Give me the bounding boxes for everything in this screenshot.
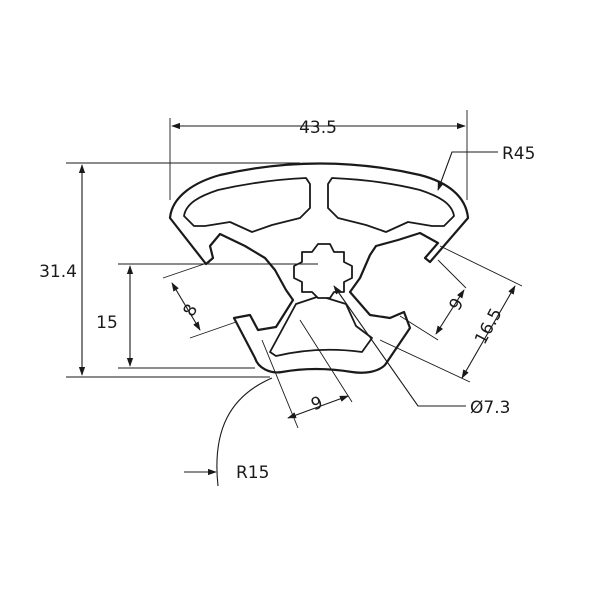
dimension-lines: [66, 110, 523, 487]
bore-diameter-leader: [333, 285, 466, 407]
width-label: 43.5: [299, 118, 337, 138]
bore-height-label: 15: [96, 313, 118, 333]
depth-extension-b: [379, 339, 471, 383]
aluminum-profile: [168, 162, 470, 374]
depth-dimension-line: [461, 285, 516, 379]
bottom-slot-label: 9: [308, 393, 326, 416]
height-label: 31.4: [39, 262, 77, 282]
right-slot-extension-b: [399, 315, 439, 341]
right-slot-extension-a: [437, 259, 467, 289]
bore-diameter-label: Ø7.3: [470, 398, 510, 418]
right-slot-label: 9: [445, 295, 468, 314]
left-slot-extension-a: [162, 261, 211, 279]
top-right-cavity: [327, 177, 455, 233]
left-slot-extension-b: [189, 321, 237, 339]
inner-radius-arc: [216, 377, 273, 487]
bottom-slot-extension-b: [299, 319, 353, 403]
outer-radius-leader: [437, 151, 498, 191]
bottom-slot-dimension-line: [287, 395, 349, 419]
inner-radius-label: R15: [236, 463, 269, 483]
top-left-cavity: [183, 177, 311, 233]
right-slot-dimension-line: [435, 289, 465, 335]
depth-extension-a: [439, 245, 523, 287]
bottom-cavity: [269, 295, 373, 357]
depth-label: 16.5: [471, 305, 506, 348]
left-slot-dimension-line: [171, 282, 201, 331]
center-bore: [293, 243, 353, 299]
outer-radius-label: R45: [502, 144, 535, 164]
left-slot-label: 8: [179, 301, 202, 320]
